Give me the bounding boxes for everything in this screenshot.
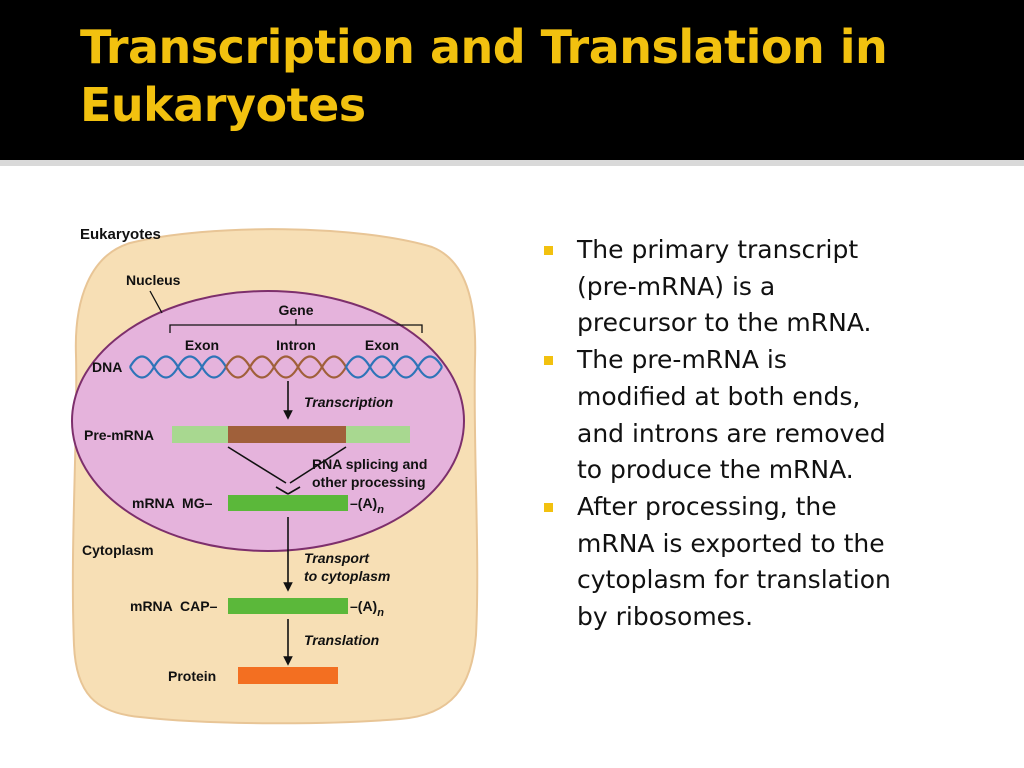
poly-a-text-1: –(A)	[350, 495, 377, 511]
square-bullet-icon	[544, 502, 553, 512]
intron-label: Intron	[276, 337, 316, 353]
nucleus-label: Nucleus	[126, 272, 181, 288]
poly-a-subscript-1: n	[377, 504, 384, 516]
nucleus-pointer	[149, 290, 163, 314]
splicing-label-line1: RNA splicing and	[312, 456, 427, 472]
pre-mrna-exon-2	[346, 426, 410, 443]
dna-label: DNA	[92, 359, 122, 375]
poly-a-tail-2: –(A)n	[350, 598, 384, 619]
square-bullet-icon	[544, 356, 553, 366]
poly-a-text-2: –(A)	[350, 598, 377, 614]
pre-mrna-exon-1	[172, 426, 228, 443]
pre-mrna-intron	[228, 426, 346, 443]
panel-label: Eukaryotes	[80, 226, 161, 243]
bullet-text: The pre-mRNA is modified at both ends, a…	[577, 345, 886, 485]
mrna-cytoplasm-label: mRNA CAP–	[130, 598, 218, 614]
square-bullet-icon	[544, 246, 553, 255]
gene-label: Gene	[278, 302, 313, 318]
protein-label: Protein	[168, 668, 216, 684]
mrna-nuclear	[228, 495, 348, 511]
eukaryote-gene-expression-diagram: Eukaryotes Nucleus Gene Exon Intron Exon…	[71, 226, 479, 725]
bullet-item: The primary transcript (pre-mRNA) is a p…	[540, 232, 990, 342]
exon-label-2: Exon	[365, 337, 399, 353]
splicing-label-line2: other processing	[312, 474, 426, 490]
pre-mrna-label: Pre-mRNA	[84, 427, 154, 443]
exon-label-1: Exon	[185, 337, 219, 353]
poly-a-subscript-2: n	[377, 607, 384, 619]
mrna-cytoplasm	[228, 598, 348, 614]
nucleus	[71, 290, 465, 552]
bullet-item: After processing, the mRNA is exported t…	[540, 489, 990, 636]
bullet-list: The primary transcript (pre-mRNA) is a p…	[540, 232, 990, 636]
transport-label-line1: Transport	[304, 550, 370, 566]
translation-label: Translation	[304, 632, 379, 648]
bullet-text: The primary transcript (pre-mRNA) is a p…	[577, 235, 872, 338]
title-bar	[0, 0, 1024, 160]
splicing-lines	[227, 446, 347, 495]
bullet-item: The pre-mRNA is modified at both ends, a…	[540, 342, 990, 489]
transcription-label: Transcription	[304, 394, 393, 410]
protein-bar	[238, 667, 338, 684]
mrna-nuclear-label: mRNA MG–	[132, 495, 213, 511]
bullet-text: After processing, the mRNA is exported t…	[577, 491, 891, 632]
slide-title: Transcription and Translation in Eukaryo…	[80, 20, 888, 132]
cytoplasm-label: Cytoplasm	[82, 542, 154, 558]
poly-a-tail-1: –(A)n	[350, 495, 384, 516]
title-divider	[0, 160, 1024, 166]
transport-label-line2: to cytoplasm	[304, 568, 390, 584]
dna-helix	[129, 355, 443, 379]
